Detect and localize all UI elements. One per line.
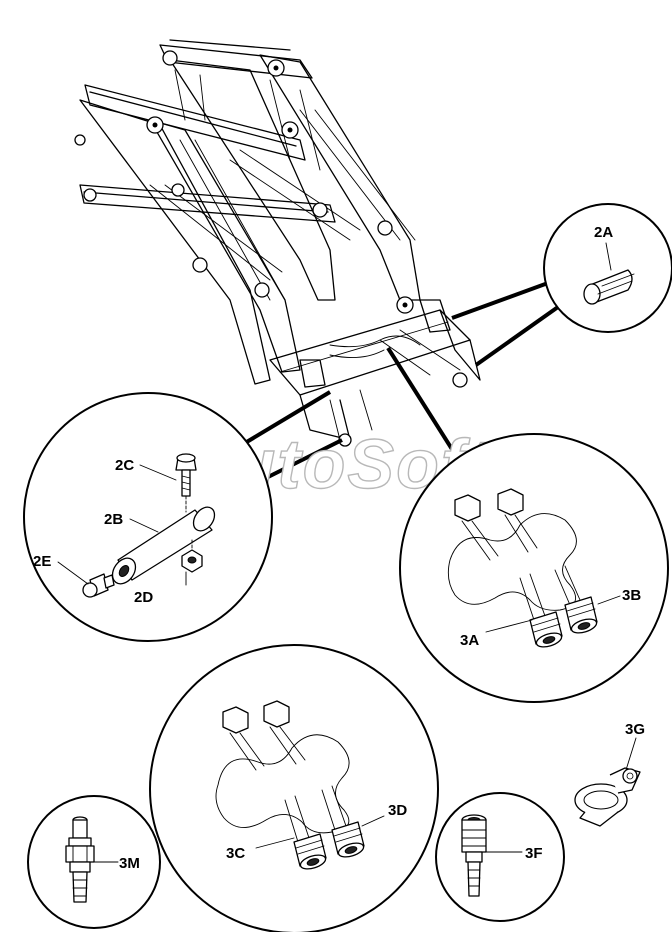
label-3a: 3A xyxy=(460,632,479,649)
detail-3m: 3M xyxy=(27,795,161,929)
detail-3g: 3G xyxy=(574,721,645,827)
detail-2: 2C 2B 2D 2E xyxy=(23,392,273,642)
nut-2d-icon xyxy=(181,549,203,573)
clip-2a-icon xyxy=(583,269,635,305)
label-3b: 3B xyxy=(622,587,641,604)
hose-top-fittings-cd-icon xyxy=(222,700,306,771)
label-2e: 2E xyxy=(33,553,51,570)
label-3d: 3D xyxy=(388,802,407,819)
female-coupler-3f-icon xyxy=(461,814,487,897)
label-3m: 3M xyxy=(119,855,140,872)
detail-3ab: 3A 3B xyxy=(399,433,669,703)
fitting-3a-icon xyxy=(519,573,563,648)
label-2c: 2C xyxy=(115,457,134,474)
label-2a: 2A xyxy=(594,224,613,241)
hose-top-fittings-icon xyxy=(454,488,538,561)
male-coupler-3m-icon xyxy=(65,816,95,903)
fitting-3b-icon xyxy=(554,565,598,634)
label-2d: 2D xyxy=(134,589,153,606)
grease-fitting-2e-icon xyxy=(82,573,115,598)
detail-3cd: 3C 3D xyxy=(149,644,439,932)
label-3c: 3C xyxy=(226,845,245,862)
label-3f: 3F xyxy=(525,845,543,862)
loader-frame xyxy=(74,39,481,447)
fitting-3d-icon xyxy=(321,785,365,858)
fitting-3c-icon xyxy=(284,795,327,870)
detail-3f: 3F xyxy=(435,792,565,922)
clamp-3g-icon xyxy=(574,767,641,827)
label-3g: 3G xyxy=(625,721,645,738)
pin-2b-icon xyxy=(111,506,216,585)
detail-2a: 2A xyxy=(543,203,672,333)
callout-connectors xyxy=(238,281,560,482)
label-2b: 2B xyxy=(104,511,123,528)
